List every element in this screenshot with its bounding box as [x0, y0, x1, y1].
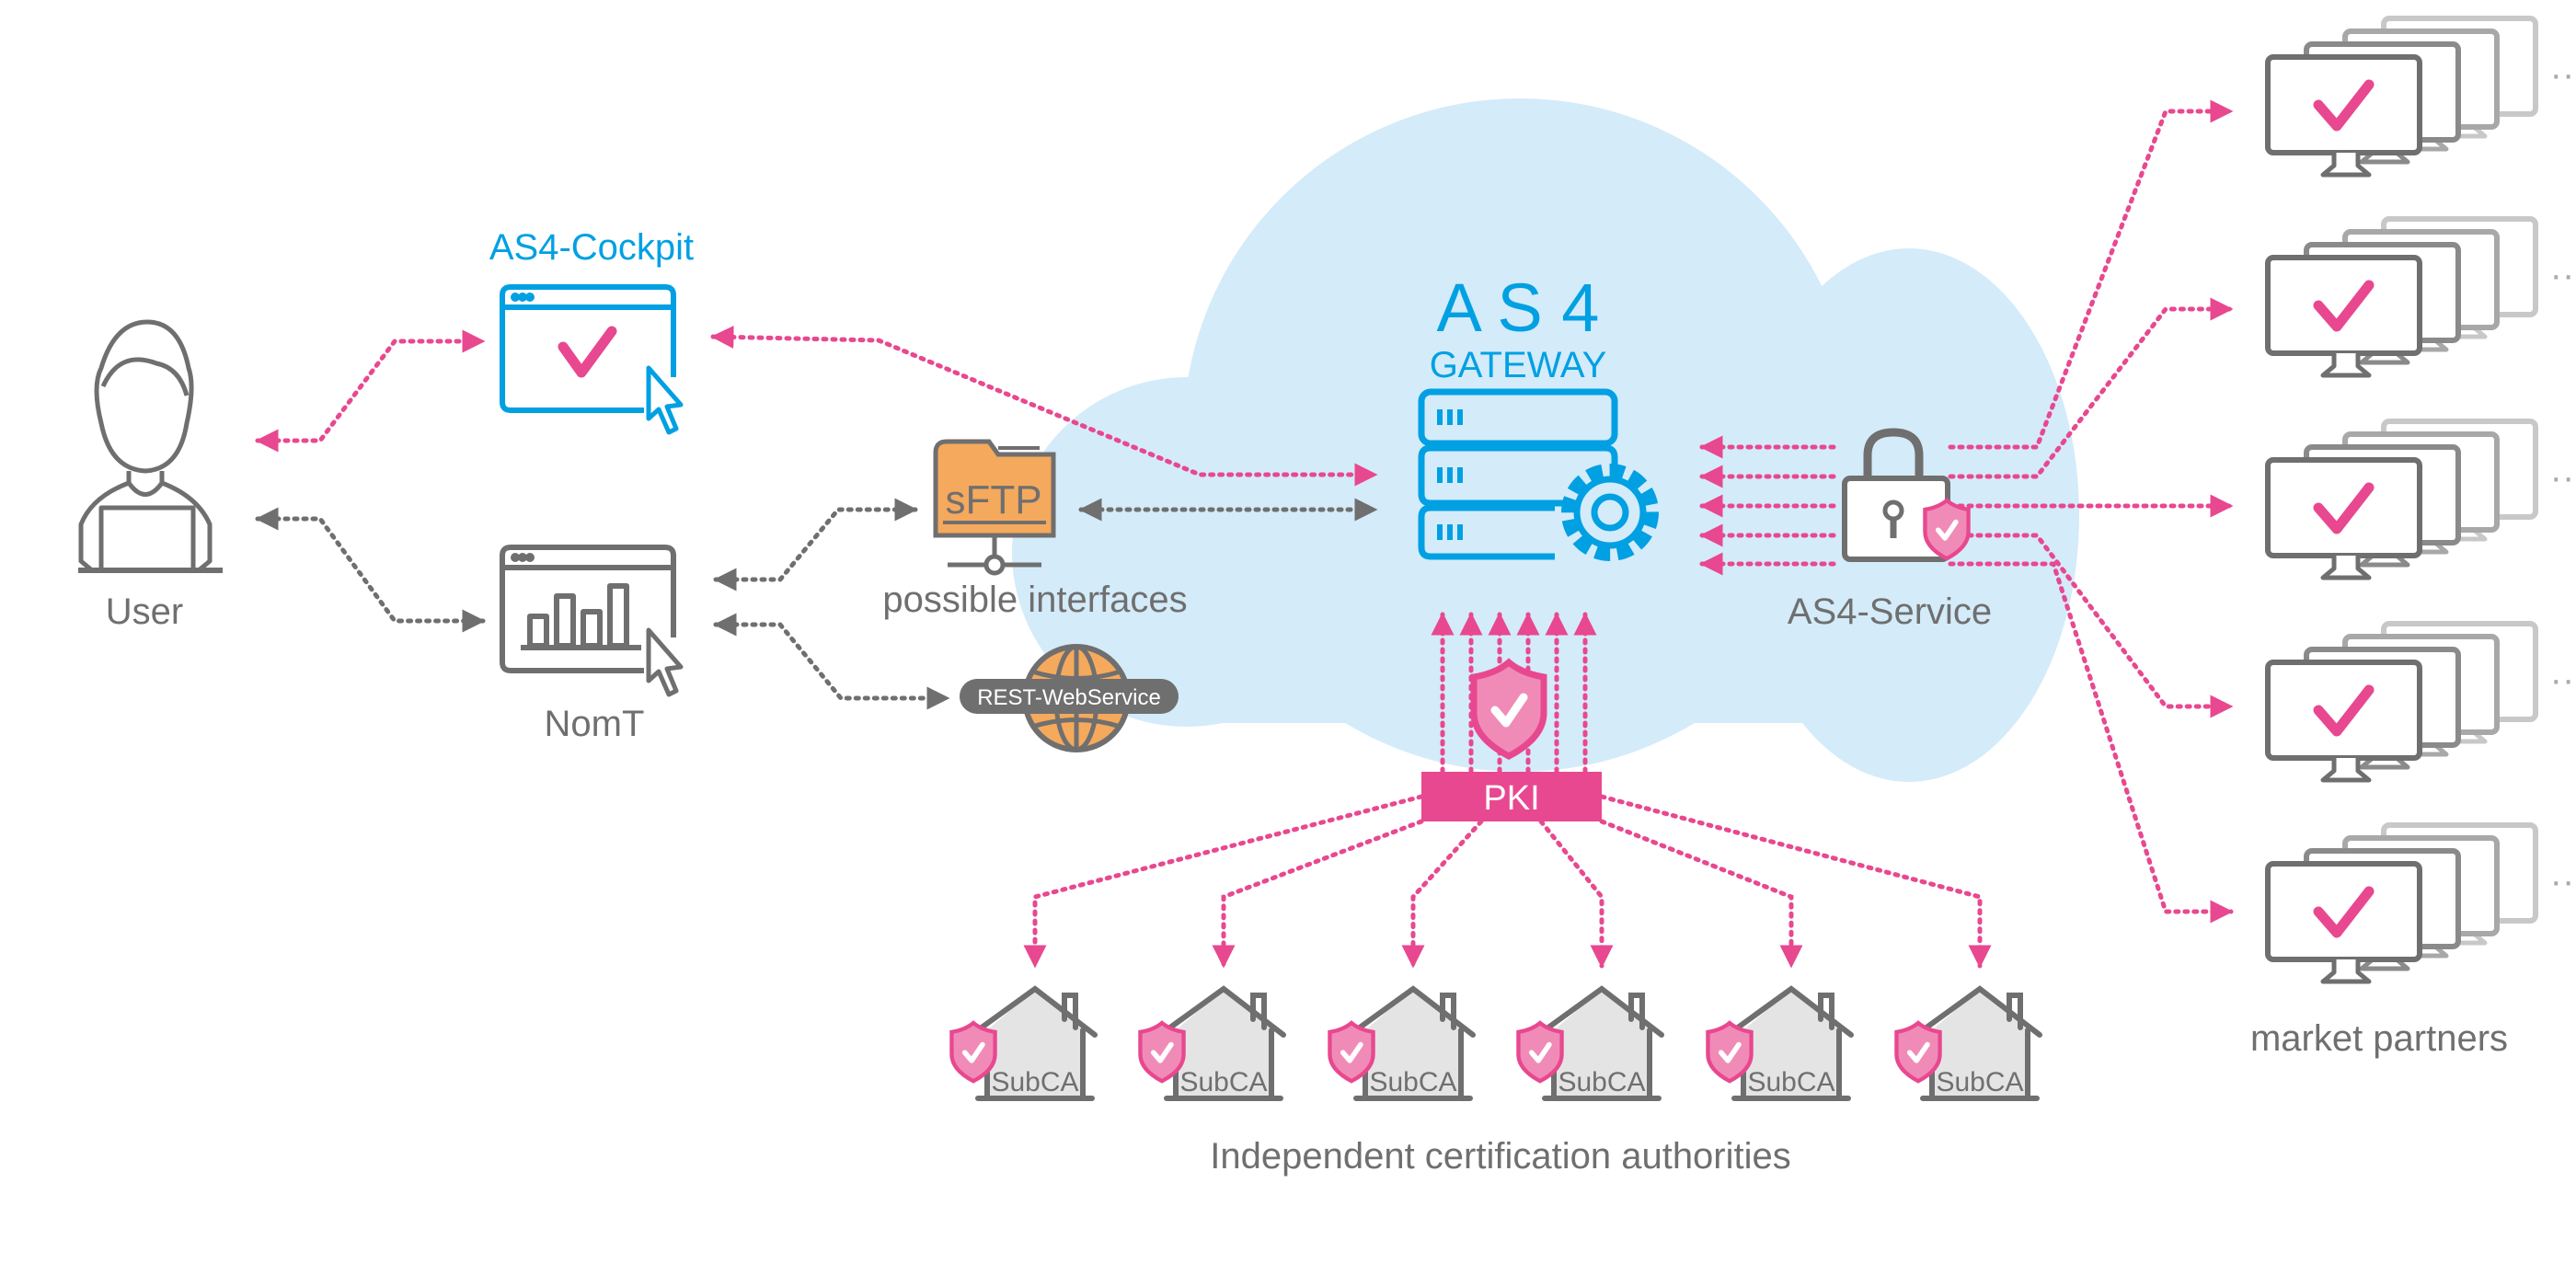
rest-webservice-label: REST-WebService — [977, 685, 1161, 710]
more-partners-indicator: ·· — [2550, 255, 2575, 295]
more-partners-indicator: ·· — [2550, 54, 2575, 95]
service-partner-link — [1948, 561, 2234, 924]
monitor-icon — [2265, 255, 2422, 378]
cockpit-window-icon[interactable] — [500, 284, 684, 435]
shield-check-icon — [1138, 1020, 1186, 1084]
house-icon — [1161, 985, 1286, 1101]
user-label: User — [106, 591, 183, 632]
check-icon — [2313, 886, 2375, 938]
check-icon — [2313, 482, 2375, 534]
cockpit-gateway-link — [710, 326, 1378, 487]
pki-subca-link — [1599, 819, 1803, 969]
check-icon — [558, 326, 617, 378]
subca-label: SubCA — [1747, 1067, 1834, 1097]
house-icon — [1539, 985, 1664, 1101]
house-icon — [972, 985, 1098, 1101]
as4-service-label: AS4-Service — [1788, 591, 1992, 632]
shield-check-icon — [1470, 658, 1547, 760]
service-partner-link — [1948, 297, 2234, 479]
pki-subca-link — [1538, 819, 1614, 969]
user-cockpit-link — [255, 329, 486, 453]
pki-box[interactable]: PKI — [1421, 772, 1602, 821]
check-icon — [2313, 280, 2375, 332]
subca-section-label: Independent certification authorities — [1210, 1136, 1791, 1177]
subca-item[interactable]: SubCA — [1516, 985, 1664, 1101]
more-partners-indicator: ·· — [2550, 660, 2575, 700]
market-partner-monitor-stack[interactable]: ·· — [2265, 419, 2575, 580]
nomt-sftp-link — [713, 498, 918, 591]
check-icon — [2313, 79, 2375, 132]
market-partners-label: market partners — [2250, 1018, 2508, 1059]
market-partner-list: ·· ·· ·· ·· ·· — [2265, 16, 2575, 984]
subca-list: SubCA SubCA SubCA SubCA SubCA SubCA — [949, 985, 2042, 1101]
shield-check-icon — [1706, 1020, 1754, 1084]
market-partner-monitor-stack[interactable]: ·· — [2265, 822, 2575, 984]
house-icon — [1729, 985, 1854, 1101]
shield-check-icon — [949, 1020, 997, 1084]
pki-subca-link — [1599, 794, 1992, 969]
nomt-label: NomT — [545, 704, 645, 744]
user-icon — [78, 319, 223, 573]
subca-label: SubCA — [1936, 1067, 2023, 1097]
service-partner-link — [1948, 533, 2234, 718]
shield-check-icon — [1923, 498, 1971, 561]
pki-label: PKI — [1483, 779, 1539, 818]
cursor-icon — [646, 627, 684, 697]
service-partner-link — [1948, 99, 2234, 450]
subca-label: SubCA — [1558, 1067, 1645, 1097]
house-icon — [1917, 985, 2042, 1101]
market-partner-monitor-stack[interactable]: ·· — [2265, 16, 2575, 178]
server-gear-icon[interactable] — [1418, 388, 1659, 561]
monitor-icon — [2265, 861, 2422, 984]
subca-label: SubCA — [1179, 1067, 1267, 1097]
nomt-rest-link — [713, 613, 950, 710]
gateway-subtitle: GATEWAY — [1430, 345, 1607, 385]
market-partner-monitor-stack[interactable]: ·· — [2265, 621, 2575, 783]
more-partners-indicator: ·· — [2550, 861, 2575, 901]
subca-item[interactable]: SubCA — [949, 985, 1098, 1101]
monitor-icon — [2265, 54, 2422, 178]
subca-label: SubCA — [1369, 1067, 1456, 1097]
sftp-folder-icon[interactable]: sFTP — [933, 439, 1056, 576]
subca-item[interactable]: SubCA — [1894, 985, 2042, 1101]
subca-item[interactable]: SubCA — [1328, 985, 1476, 1101]
gateway-title: A S 4 — [1437, 270, 1600, 346]
house-icon — [1351, 985, 1476, 1101]
pki-subca-link — [1023, 794, 1424, 969]
shield-check-icon — [1516, 1020, 1564, 1084]
monitor-icon — [2265, 457, 2422, 580]
shield-check-icon — [1328, 1020, 1375, 1084]
more-partners-indicator: ·· — [2550, 457, 2575, 498]
monitor-icon — [2265, 660, 2422, 783]
shield-check-icon — [1894, 1020, 1942, 1084]
rest-webservice-globe-icon[interactable]: REST-WebService — [960, 644, 1179, 752]
gear-icon — [1561, 464, 1659, 561]
pki-subca-link — [1212, 819, 1424, 969]
pki-shield-icon — [1470, 658, 1547, 760]
check-icon — [2313, 684, 2375, 737]
subca-item[interactable]: SubCA — [1138, 985, 1286, 1101]
user-nomt-link — [255, 507, 486, 633]
cockpit-label: AS4-Cockpit — [489, 227, 694, 268]
bar-chart-icon — [521, 583, 641, 650]
shield-check-icon — [1923, 498, 1971, 561]
pki-subca-link — [1401, 819, 1484, 969]
cursor-icon — [646, 365, 684, 435]
subca-item[interactable]: SubCA — [1706, 985, 1854, 1101]
sftp-label: sFTP — [945, 477, 1041, 522]
possible-interfaces-label: possible interfaces — [882, 580, 1187, 620]
nomt-window-icon[interactable] — [500, 545, 684, 697]
market-partner-monitor-stack[interactable]: ·· — [2265, 216, 2575, 378]
subca-label: SubCA — [991, 1067, 1078, 1097]
connectors — [255, 99, 2234, 969]
